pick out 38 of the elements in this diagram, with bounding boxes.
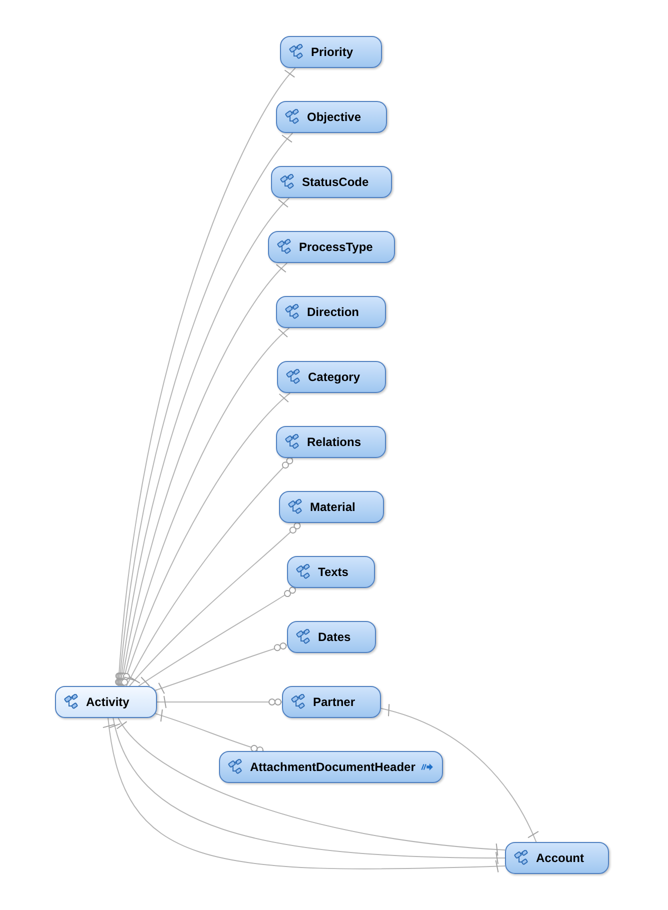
entity-name: Category xyxy=(308,369,360,386)
entity-box xyxy=(271,166,392,198)
relationship-line xyxy=(128,522,301,686)
entity-name: Account xyxy=(536,850,584,867)
entity-box xyxy=(219,751,443,783)
entity-name: Material xyxy=(310,499,356,516)
entity-name: Texts xyxy=(318,564,348,581)
entity-box xyxy=(279,491,384,523)
entity-name: AttachmentDocumentHeader xyxy=(250,759,416,776)
relationship-line xyxy=(153,642,288,694)
entity-name: Objective xyxy=(307,109,362,126)
entity-box xyxy=(276,101,387,133)
entity-box xyxy=(276,296,386,328)
entity-name: Dates xyxy=(318,629,351,646)
entity-box xyxy=(276,426,386,458)
entity-box xyxy=(268,231,395,263)
entity-box xyxy=(287,556,375,588)
relationship-line xyxy=(153,709,264,754)
entity-name: StatusCode xyxy=(302,174,369,191)
entity-name: Priority xyxy=(311,44,354,61)
entity-box xyxy=(282,686,381,718)
relationship-line xyxy=(120,328,290,686)
relationship-line xyxy=(138,586,296,687)
entity-box xyxy=(287,621,376,653)
relationship-line xyxy=(156,696,282,708)
relationship-line xyxy=(380,704,539,842)
entity-box xyxy=(280,36,382,68)
entity-name: Direction xyxy=(307,304,360,321)
entity-box xyxy=(277,361,386,393)
relationship-line xyxy=(124,457,294,686)
entity-name: ProcessType xyxy=(299,239,373,256)
entity-name: Partner xyxy=(313,694,356,711)
entity-box xyxy=(55,686,157,718)
entity-name: Activity xyxy=(86,694,130,711)
entity-name: Relations xyxy=(307,434,362,451)
entity-box xyxy=(505,842,609,874)
relationship-line xyxy=(118,262,288,686)
relationship-line xyxy=(121,392,291,686)
